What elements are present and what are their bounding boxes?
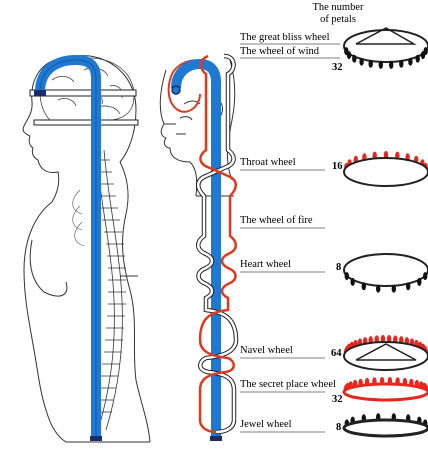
petals-header: The number of petals bbox=[300, 2, 376, 26]
throat-wheel-symbol bbox=[343, 151, 428, 187]
label-jewel-wheel: Jewel wheel bbox=[240, 419, 292, 430]
petal-mark bbox=[415, 54, 420, 63]
petal-count-jewel: 8 bbox=[336, 422, 342, 433]
petal-mark bbox=[423, 272, 428, 281]
petal-mark bbox=[380, 335, 386, 343]
ribcage-drawing bbox=[72, 189, 85, 247]
label-throat-wheel: Throat wheel bbox=[240, 157, 296, 168]
petal-mark bbox=[389, 60, 394, 69]
head-profile bbox=[159, 59, 236, 197]
brow-point bbox=[171, 85, 181, 95]
petal-count-throat: 16 bbox=[332, 161, 343, 172]
label-navel-wheel: Navel wheel bbox=[240, 345, 293, 356]
petal-mark bbox=[346, 51, 352, 60]
label-heart-wheel: Heart wheel bbox=[240, 259, 292, 270]
petal-mark bbox=[408, 57, 413, 66]
red-side-channel bbox=[198, 54, 237, 434]
base-cap-middle bbox=[210, 436, 222, 441]
petal-mark bbox=[399, 59, 404, 68]
secret-place-wheel-symbol bbox=[342, 377, 428, 402]
central-channel-middle bbox=[171, 58, 221, 440]
petal-count-wind: 32 bbox=[332, 62, 343, 73]
petal-mark bbox=[417, 277, 422, 286]
label-secret-place-wheel: The secret place wheel bbox=[240, 379, 336, 390]
heart-wheel-symbol bbox=[343, 253, 428, 293]
petal-mark bbox=[361, 282, 366, 291]
central-channel-left bbox=[35, 54, 101, 440]
side-channels bbox=[196, 53, 239, 435]
label-great-bliss-wheel: The great bliss wheel bbox=[240, 32, 330, 43]
petal-mark bbox=[359, 57, 364, 66]
petal-count-secret: 32 bbox=[332, 394, 343, 405]
jewel-wheel-symbol bbox=[342, 413, 428, 438]
petals-header-line2: of petals bbox=[320, 14, 356, 25]
petal-count-heart: 8 bbox=[336, 262, 342, 273]
petal-mark bbox=[378, 60, 383, 69]
petal-mark bbox=[352, 54, 357, 63]
crown-bar-left bbox=[29, 89, 137, 97]
petal-mark bbox=[423, 47, 428, 56]
spine-drawing bbox=[92, 149, 126, 431]
label-wheel-of-wind: The wheel of wind bbox=[240, 46, 320, 57]
leader-lines bbox=[240, 43, 340, 433]
crown-cap-left bbox=[34, 90, 46, 96]
label-wheel-of-fire: The wheel of fire bbox=[240, 215, 313, 226]
petal-mark bbox=[406, 282, 411, 291]
petal-mark bbox=[350, 277, 355, 286]
petal-mark bbox=[344, 272, 349, 281]
great-bliss-wheel-symbol bbox=[343, 27, 428, 69]
petal-mark bbox=[391, 284, 396, 293]
jaw-bar-left bbox=[33, 119, 139, 126]
petal-mark bbox=[383, 151, 389, 159]
petals-header-line1: The number bbox=[312, 2, 364, 13]
petal-mark bbox=[386, 335, 392, 343]
base-cap-left bbox=[90, 436, 102, 441]
navel-wheel-symbol bbox=[343, 335, 428, 371]
body-silhouette bbox=[22, 55, 151, 443]
petal-mark bbox=[376, 284, 381, 293]
petal-count-navel: 64 bbox=[331, 348, 342, 359]
petal-mark bbox=[368, 59, 373, 68]
